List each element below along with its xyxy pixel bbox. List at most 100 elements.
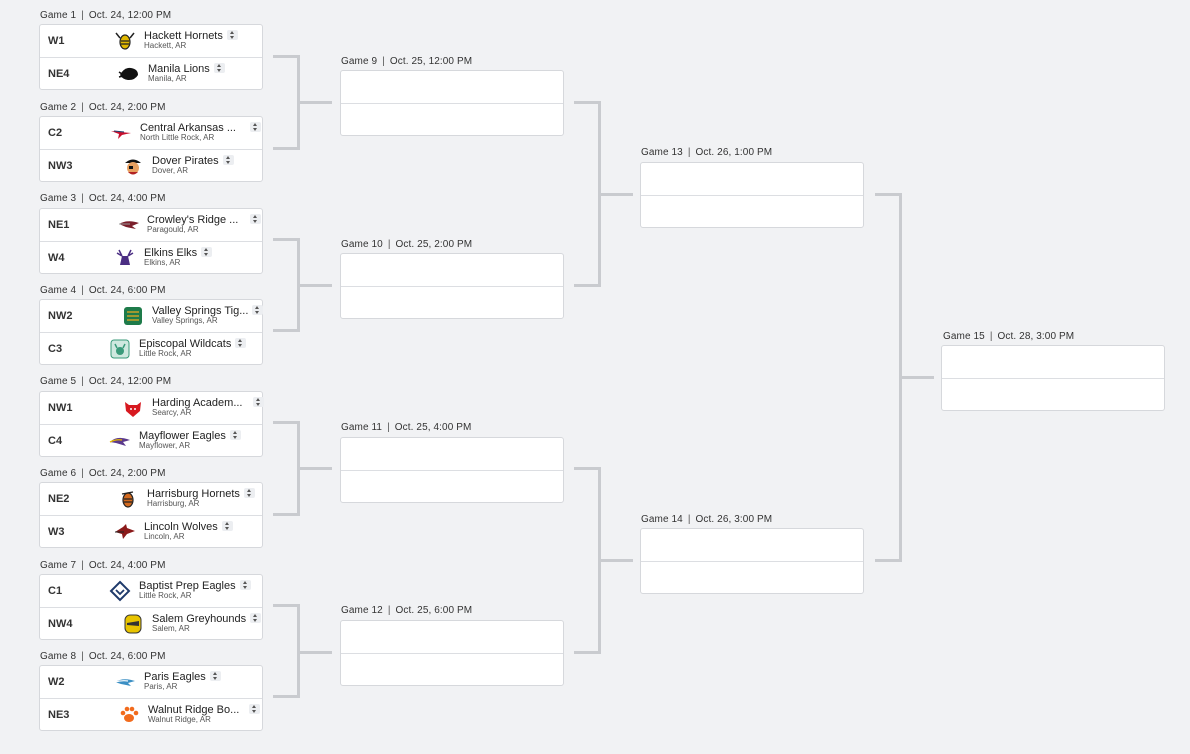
empty-team-slot[interactable] (641, 529, 863, 561)
game-11-matchup[interactable] (340, 437, 564, 503)
empty-team-slot[interactable] (341, 103, 563, 135)
seed-label: NE2 (48, 493, 70, 505)
sort-icon[interactable] (222, 155, 234, 166)
game-10-label: Game 10|Oct. 25, 2:00 PM (341, 239, 473, 250)
game-15-matchup[interactable] (941, 345, 1165, 411)
empty-team-slot[interactable] (341, 71, 563, 103)
empty-team-slot[interactable] (641, 561, 863, 593)
team-slot[interactable]: NW1 Harding Academ... Searcy, AR (40, 392, 264, 424)
falcon-logo-icon (118, 214, 140, 236)
team-location: North Little Rock, AR (140, 133, 215, 142)
team-location: Little Rock, AR (139, 591, 192, 600)
empty-team-slot[interactable] (341, 286, 563, 318)
team-slot[interactable]: NW4 Salem Greyhounds Salem, AR (40, 607, 262, 639)
game-6-matchup[interactable]: NE2 Harrisburg Hornets Harrisburg, AR W3… (39, 482, 263, 548)
seed-label: C2 (48, 127, 63, 139)
empty-team-slot[interactable] (942, 378, 1164, 410)
empty-team-slot[interactable] (341, 438, 563, 470)
sort-icon[interactable] (252, 305, 264, 316)
bracket-connector (297, 651, 332, 654)
sort-icon[interactable] (250, 613, 262, 624)
game-6-label: Game 6|Oct. 24, 2:00 PM (40, 468, 166, 479)
sort-icon[interactable] (249, 704, 261, 715)
team-name: Harding Academ... (152, 397, 264, 409)
team-slot[interactable]: NE2 Harrisburg Hornets Harrisburg, AR (40, 483, 262, 515)
team-slot[interactable]: NW2 Valley Springs Tig... Valley Springs… (40, 300, 264, 332)
game-7-matchup[interactable]: C1 Baptist Prep Eagles Little Rock, AR N… (39, 574, 263, 640)
hornet-logo-icon (117, 488, 139, 510)
bracket-connector (273, 421, 300, 424)
team-slot[interactable]: C3 Episcopal Wildcats Little Rock, AR (40, 332, 262, 364)
sort-icon[interactable] (229, 430, 241, 441)
sort-icon[interactable] (213, 63, 225, 74)
bracket-connector (297, 284, 332, 287)
paw-logo-icon (118, 704, 140, 726)
team-slot[interactable]: NW3 Dover Pirates Dover, AR (40, 149, 262, 181)
sort-icon[interactable] (243, 488, 255, 499)
sort-icon[interactable] (250, 214, 262, 225)
empty-team-slot[interactable] (942, 346, 1164, 378)
empty-team-slot[interactable] (341, 653, 563, 685)
game-4-label: Game 4|Oct. 24, 6:00 PM (40, 285, 166, 296)
empty-team-slot[interactable] (341, 254, 563, 286)
sort-icon[interactable] (239, 580, 251, 591)
team-name: Elkins Elks (144, 247, 213, 259)
seed-label: W1 (48, 35, 65, 47)
empty-team-slot[interactable] (341, 470, 563, 502)
team-name: Episcopal Wildcats (139, 338, 247, 350)
bracket-connector (273, 238, 300, 241)
empty-team-slot[interactable] (341, 621, 563, 653)
sort-icon[interactable] (201, 247, 213, 258)
team-slot[interactable]: W1 Hackett Hornets Hackett, AR (40, 25, 262, 57)
team-name: Lincoln Wolves (144, 521, 233, 533)
game-4-matchup[interactable]: NW2 Valley Springs Tig... Valley Springs… (39, 299, 264, 365)
bracket-connector (875, 193, 902, 196)
team-slot[interactable]: C4 Mayflower Eagles Mayflower, AR (40, 424, 262, 456)
seed-label: W3 (48, 525, 65, 538)
team-name: Baptist Prep Eagles (139, 580, 251, 592)
sort-icon[interactable] (252, 397, 264, 408)
game-3-label: Game 3|Oct. 24, 4:00 PM (40, 193, 166, 204)
team-slot[interactable]: C1 Baptist Prep Eagles Little Rock, AR (40, 575, 262, 607)
game-1-matchup[interactable]: W1 Hackett Hornets Hackett, AR NE4 Manil… (39, 24, 263, 90)
sort-icon[interactable] (209, 671, 221, 682)
shield-logo-icon (109, 580, 131, 602)
sort-icon[interactable] (226, 30, 238, 41)
bracket-connector (598, 193, 633, 196)
bracket-connector (574, 101, 601, 104)
team-location: Mayflower, AR (139, 441, 191, 450)
game-10-matchup[interactable] (340, 253, 564, 319)
sort-icon[interactable] (221, 521, 233, 532)
game-8-matchup[interactable]: W2 Paris Eagles Paris, AR NE3 Walnut Rid… (39, 665, 263, 731)
team-slot[interactable]: NE3 Walnut Ridge Bo... Walnut Ridge, AR (40, 698, 262, 730)
game-2-matchup[interactable]: C2 Central Arkansas ... North Little Roc… (39, 116, 263, 182)
hornet-logo-icon (114, 30, 136, 52)
game-13-matchup[interactable] (640, 162, 864, 228)
game-3-matchup[interactable]: NE1 Crowley's Ridge ... Paragould, AR W4… (39, 208, 263, 274)
game-13-label: Game 13|Oct. 26, 1:00 PM (641, 147, 773, 158)
game-12-matchup[interactable] (340, 620, 564, 686)
team-slot[interactable]: C2 Central Arkansas ... North Little Roc… (40, 117, 262, 149)
empty-team-slot[interactable] (641, 163, 863, 195)
team-name: Dover Pirates (152, 155, 234, 167)
team-slot[interactable]: NE4 Manila Lions Manila, AR (40, 57, 262, 89)
game-7-label: Game 7|Oct. 24, 4:00 PM (40, 560, 166, 571)
team-slot[interactable]: W2 Paris Eagles Paris, AR (40, 666, 262, 698)
sort-icon[interactable] (250, 122, 261, 133)
game-14-matchup[interactable] (640, 528, 864, 594)
team-slot[interactable]: W3 Lincoln Wolves Lincoln, AR (40, 515, 262, 547)
sort-icon[interactable] (235, 338, 247, 349)
team-name: Hackett Hornets (144, 30, 238, 42)
team-slot[interactable]: W4 Elkins Elks Elkins, AR (40, 241, 262, 273)
bracket-connector (574, 467, 601, 470)
bracket-connector (598, 559, 633, 562)
team-slot[interactable]: NE1 Crowley's Ridge ... Paragould, AR (40, 209, 262, 241)
wildcat-logo-icon (109, 338, 131, 360)
bracket-connector (273, 695, 300, 698)
empty-team-slot[interactable] (641, 195, 863, 227)
team-name: Central Arkansas ... (140, 122, 261, 134)
game-5-matchup[interactable]: NW1 Harding Academ... Searcy, AR C4 Mayf… (39, 391, 264, 457)
team-location: Searcy, AR (152, 408, 192, 417)
game-9-matchup[interactable] (340, 70, 564, 136)
bracket-connector (875, 559, 902, 562)
